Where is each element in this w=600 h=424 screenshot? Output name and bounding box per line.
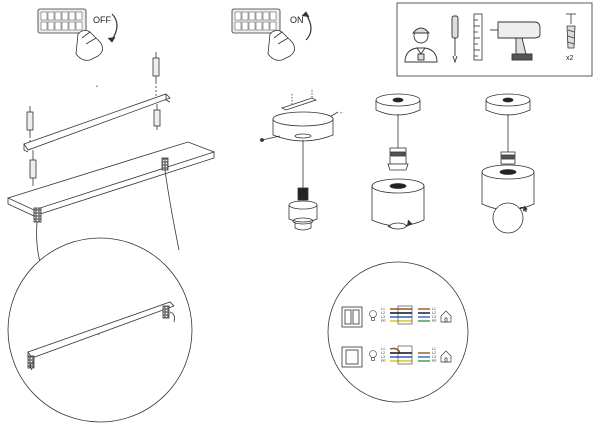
wire-label: PE	[381, 319, 386, 323]
breaker-on-step	[231, 8, 312, 61]
wire-label: L1	[432, 347, 436, 351]
light-switch-icon	[341, 346, 363, 368]
on-label: ON	[290, 15, 304, 25]
pendant-mount-step: ⌐	[260, 90, 343, 231]
screwdriver-icon	[451, 15, 459, 64]
wire-label: L3	[432, 355, 436, 359]
wire-label: PE	[432, 359, 437, 363]
house-icon	[440, 310, 452, 323]
screw-marker: ⌐	[340, 110, 343, 116]
quantity-label: x2	[566, 55, 574, 62]
wire-label: L1	[381, 347, 385, 351]
wall-plug-icon	[566, 13, 576, 49]
bulb-install-step	[481, 93, 535, 234]
wire-label: L1	[432, 307, 436, 311]
wire-label: L2	[432, 351, 436, 355]
wiring-detail-circle	[327, 261, 469, 403]
wire-label: L2	[432, 311, 436, 315]
shade-install-step	[371, 93, 425, 230]
tools-panel: x2	[396, 2, 593, 77]
light-switch-icon	[341, 306, 363, 328]
wire-label: L3	[381, 355, 385, 359]
wire-label: L3	[381, 315, 385, 319]
installer-person-icon	[404, 27, 438, 63]
wire-label: PE	[432, 319, 437, 323]
rail-detail-circle: •	[7, 237, 193, 423]
wire-label: L3	[432, 315, 436, 319]
wire-label: L2	[381, 311, 385, 315]
rail-mounting-step: •	[6, 52, 216, 271]
house-icon	[440, 350, 452, 363]
bulb-icon	[369, 310, 377, 321]
breaker-off-step	[37, 8, 118, 61]
bulb-icon	[369, 350, 377, 361]
wiring-panel-1: L1 L2 L3 PE L1 L2 L3 PE	[341, 305, 452, 328]
off-label: OFF	[93, 15, 111, 25]
detail-marker: •	[98, 332, 100, 338]
step-marker: •	[96, 84, 98, 90]
drill-icon	[490, 21, 541, 61]
wiring-panel-2: L1 L2 L3 PE L1 L2 L3 PE	[341, 345, 452, 368]
wire-label: L2	[381, 351, 385, 355]
wire-label: PE	[381, 359, 386, 363]
wire-label: L1	[381, 307, 385, 311]
ruler-icon	[473, 13, 483, 61]
